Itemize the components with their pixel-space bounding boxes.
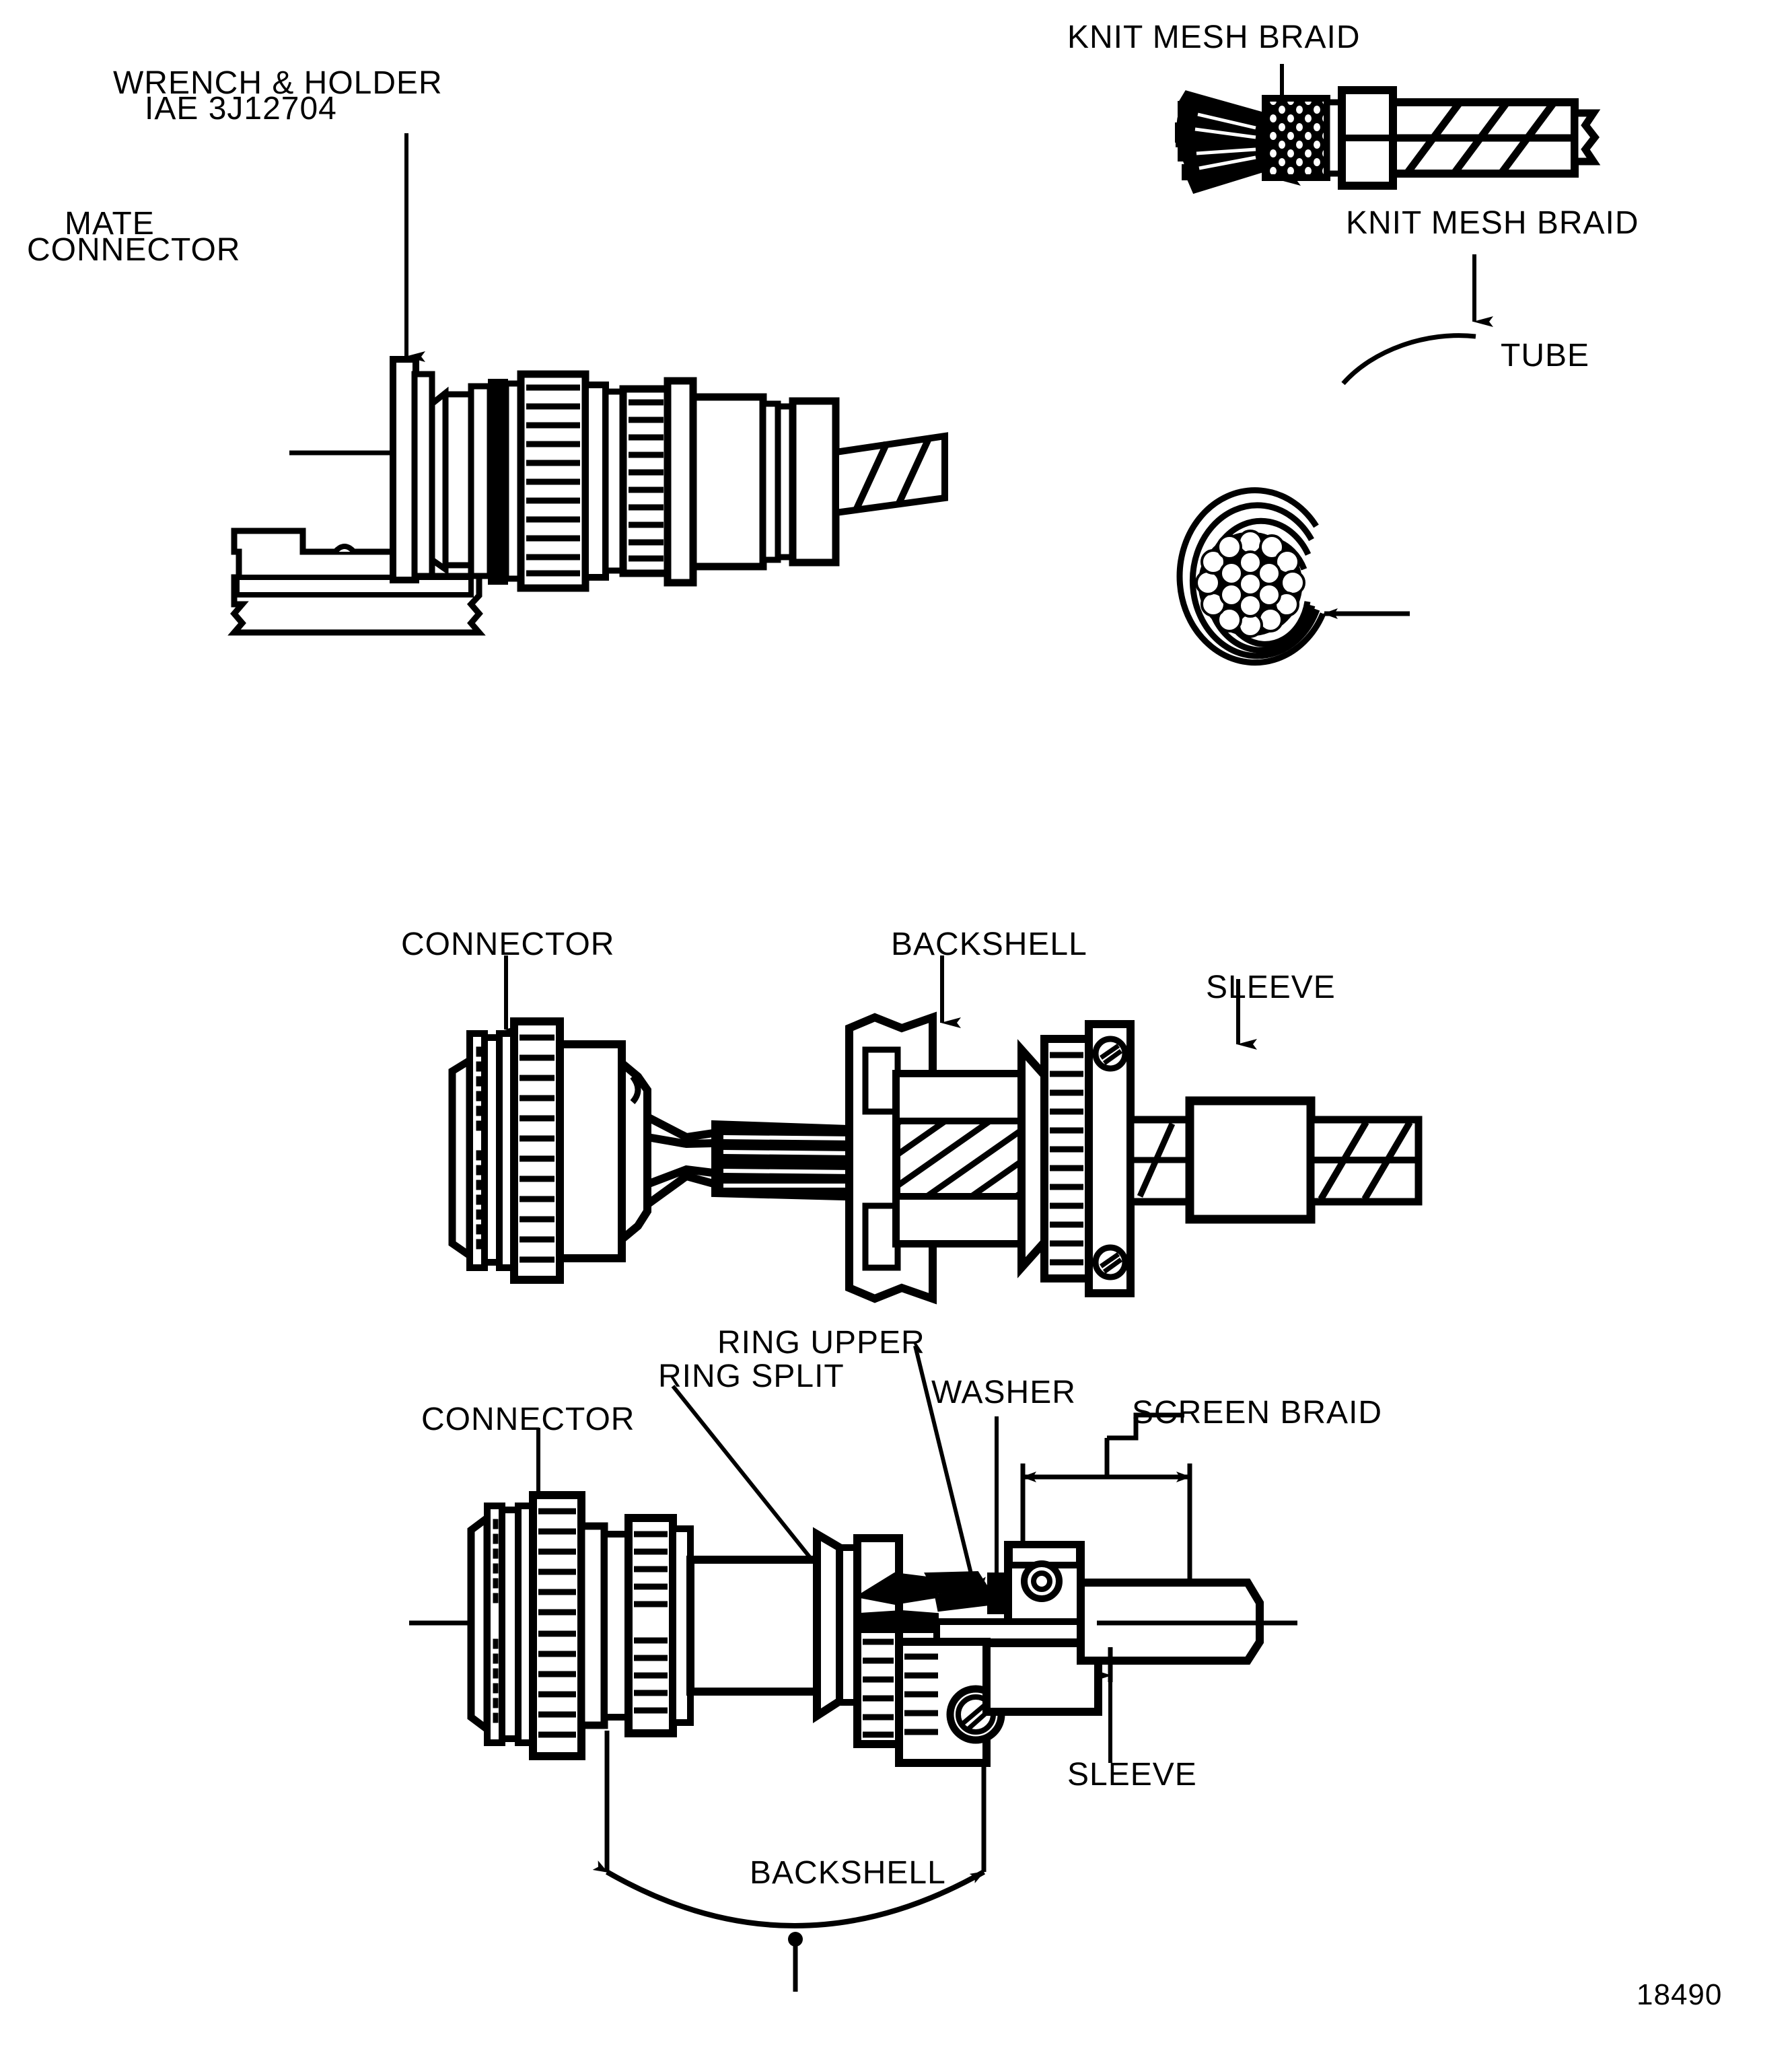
label-backshell-middle: BACKSHELL [891,927,1087,962]
knit-mesh-braid-cable-drawing [1175,64,1601,194]
label-ring-upper: RING UPPER [717,1325,925,1361]
label-knit-mesh-braid-cable: KNIT MESH BRAID [1067,20,1361,55]
label-knit-mesh-braid-section: KNIT MESH BRAID [1346,205,1639,241]
label-wrench-holder: WRENCH & HOLDER [113,65,443,101]
label-mate: MATE [65,206,155,242]
label-washer: WASHER [931,1375,1076,1410]
label-tube: TUBE [1501,338,1590,373]
label-backshell-bottom: BACKSHELL [750,1855,946,1891]
label-wrench-holder-part-number: IAE 3J12704 [145,91,337,126]
label-screen-braid: SCREEN BRAID [1132,1395,1383,1431]
label-connector-middle: CONNECTOR [401,927,615,962]
label-connector-bottom: CONNECTOR [421,1402,635,1437]
label-ring-split: RING SPLIT [658,1359,845,1394]
figure-number: 18490 [1637,1978,1723,2011]
wrench-holder-assembly-drawing [227,133,948,636]
cable-cross-section-drawing [1176,254,1493,666]
label-mate-connector: CONNECTOR [27,232,241,268]
label-sleeve-bottom: SLEEVE [1067,1757,1197,1793]
label-sleeve-middle: SLEEVE [1206,970,1336,1005]
connector-backshell-sleeve-drawing [448,955,1423,1305]
assembled-backshell-drawing [409,1345,1297,1992]
